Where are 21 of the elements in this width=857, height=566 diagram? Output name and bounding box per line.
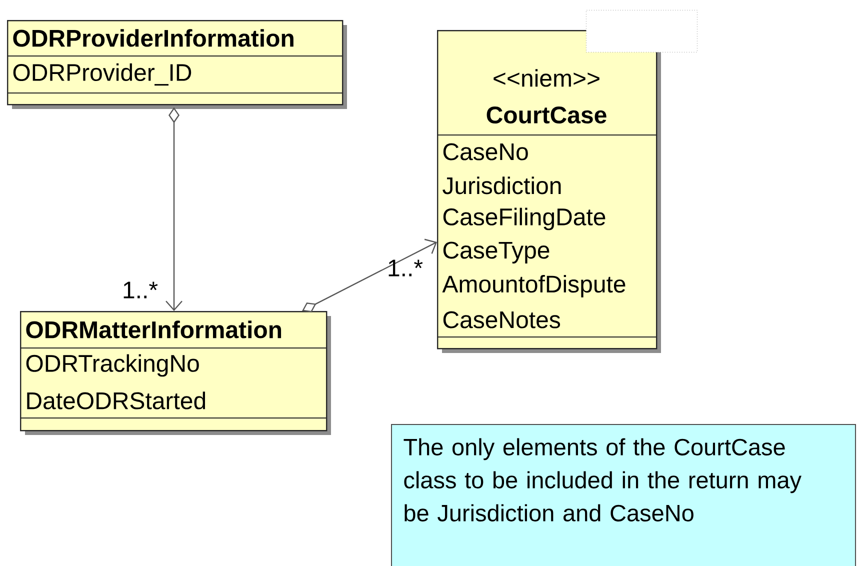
attribute-name: Jurisdiction: [442, 176, 561, 194]
note-box: The only elements of the CourtCase class to be included in the return may be Jurisdiction and CaseNo: [391, 424, 856, 566]
association-line: [302, 238, 437, 312]
attribute-name: CaseFilingDate: [443, 208, 606, 230]
stereotype-label: <<niem>>: [494, 69, 600, 87]
class-name: ODRProviderInformation: [13, 29, 294, 47]
attribute-name: CaseNo: [443, 143, 528, 160]
class-name: ODRMatterInformation: [26, 320, 282, 338]
attribute-name: CaseNotes: [443, 311, 560, 328]
attribute-name: ODRTrackingNo: [26, 354, 199, 377]
multiplicity-label: 1..*: [388, 260, 423, 276]
attribute-name: ODRProvider_ID: [13, 63, 192, 86]
multiplicity-label: 1..*: [124, 282, 158, 298]
class-name: CourtCase: [486, 106, 606, 124]
attribute-name: DateODRStarted: [27, 392, 206, 410]
attribute-name: CaseType: [443, 242, 550, 264]
class-box: [6, 20, 347, 109]
class-box: [436, 30, 661, 353]
class-box: [20, 311, 331, 435]
attribute-name: AmountofDispute: [442, 275, 626, 298]
empty-box: [586, 10, 698, 52]
